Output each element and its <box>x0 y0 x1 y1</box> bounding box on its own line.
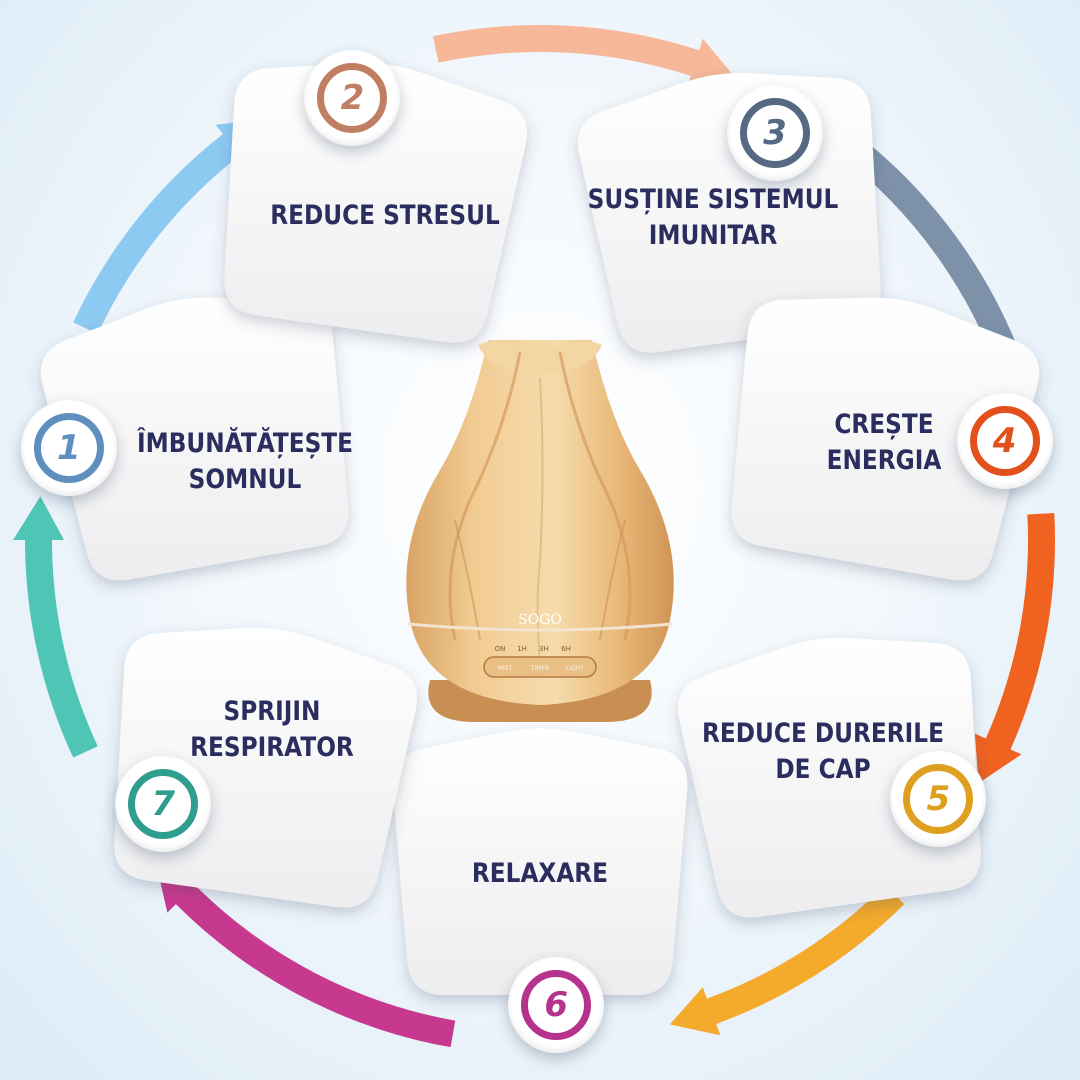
benefit-panel-5 <box>677 637 981 918</box>
step-badge-ring: 5 <box>903 763 974 834</box>
step-number: 5 <box>926 778 951 819</box>
step-number: 4 <box>992 421 1017 462</box>
step-badge-4: 4 <box>956 393 1053 490</box>
benefit-label-2: REDUCE STRESUL <box>256 198 514 234</box>
step-badge-6: 6 <box>508 956 605 1053</box>
benefit-panels <box>40 62 1040 995</box>
benefit-label-3: SUSȚINE SISTEMUL IMUNITAR <box>584 182 842 254</box>
benefit-panel-2 <box>224 62 528 343</box>
step-badge-ring: 4 <box>969 406 1040 477</box>
benefit-label-line: DE CAP <box>775 754 871 785</box>
step-badge-ring: 6 <box>521 969 592 1040</box>
benefit-label-1: ÎMBUNĂTĂȚEȘTE SOMNUL <box>116 426 374 498</box>
diffuser-timer-label: ON <box>495 645 506 653</box>
step-badge-5: 5 <box>890 750 987 847</box>
step-badge-2: 2 <box>304 50 401 147</box>
cycle-arrow-4 <box>974 513 1055 784</box>
benefit-panel-4 <box>731 297 1040 581</box>
benefit-label-line: CREȘTE <box>834 409 934 440</box>
aroma-diffuser-image <box>406 340 674 722</box>
benefit-label-line: IMUNITAR <box>648 220 778 251</box>
benefit-label-line: ÎMBUNĂTĂȚEȘTE <box>136 428 354 459</box>
diffuser-timer-label: 6H <box>561 645 571 653</box>
benefit-label-line: RESPIRATOR <box>190 732 354 763</box>
step-number: 2 <box>340 78 365 119</box>
benefit-label-line: SUSȚINE SISTEMUL <box>587 184 839 215</box>
step-badge-ring: 1 <box>33 413 104 484</box>
benefit-label-6: RELAXARE <box>411 856 669 892</box>
step-number: 6 <box>544 984 569 1025</box>
benefit-label-7: SPRIJIN RESPIRATOR <box>143 694 401 766</box>
step-badge-7: 7 <box>115 755 212 852</box>
step-badge-ring: 2 <box>317 63 388 134</box>
control-strip <box>483 656 597 678</box>
diffuser-button-labels: ON 1H 3H 6H MIST TIMER LIGHT <box>495 645 585 672</box>
step-badge-ring: 3 <box>740 97 810 168</box>
cycle-arrow-2 <box>432 24 736 88</box>
diffuser-timer-label: 1H <box>517 645 527 653</box>
step-number: 3 <box>763 112 787 153</box>
step-number: 1 <box>56 428 81 469</box>
benefit-label-line: ENERGIA <box>826 445 942 476</box>
benefit-label-line: SOMNUL <box>188 464 302 495</box>
cycle-arrow-7 <box>13 496 98 758</box>
diffuser-control-label: LIGHT <box>566 665 584 672</box>
benefit-label-line: REDUCE STRESUL <box>270 200 500 231</box>
benefit-panel-6 <box>392 728 688 995</box>
cycle-arrow-5 <box>669 885 905 1036</box>
benefit-label-4: CREȘTE ENERGIA <box>755 407 1013 479</box>
cycle-arrow-1 <box>73 119 267 334</box>
brand-logo: SOGO <box>518 612 562 628</box>
step-badge-3: 3 <box>727 84 823 181</box>
benefit-label-line: REDUCE DURERILE <box>702 718 944 749</box>
benefit-label-5: REDUCE DURERILE DE CAP <box>694 716 952 788</box>
diffuser-control-label: TIMER <box>530 665 550 672</box>
benefit-panel-1 <box>40 297 349 581</box>
diffuser-timer-label: 3H <box>539 645 549 653</box>
step-badge-1: 1 <box>20 400 117 497</box>
benefit-label-line: RELAXARE <box>471 858 609 889</box>
step-number: 7 <box>151 783 176 824</box>
step-badge-ring: 7 <box>128 768 199 839</box>
diffuser-control-label: MIST <box>498 665 513 672</box>
benefit-label-line: SPRIJIN <box>223 696 321 727</box>
